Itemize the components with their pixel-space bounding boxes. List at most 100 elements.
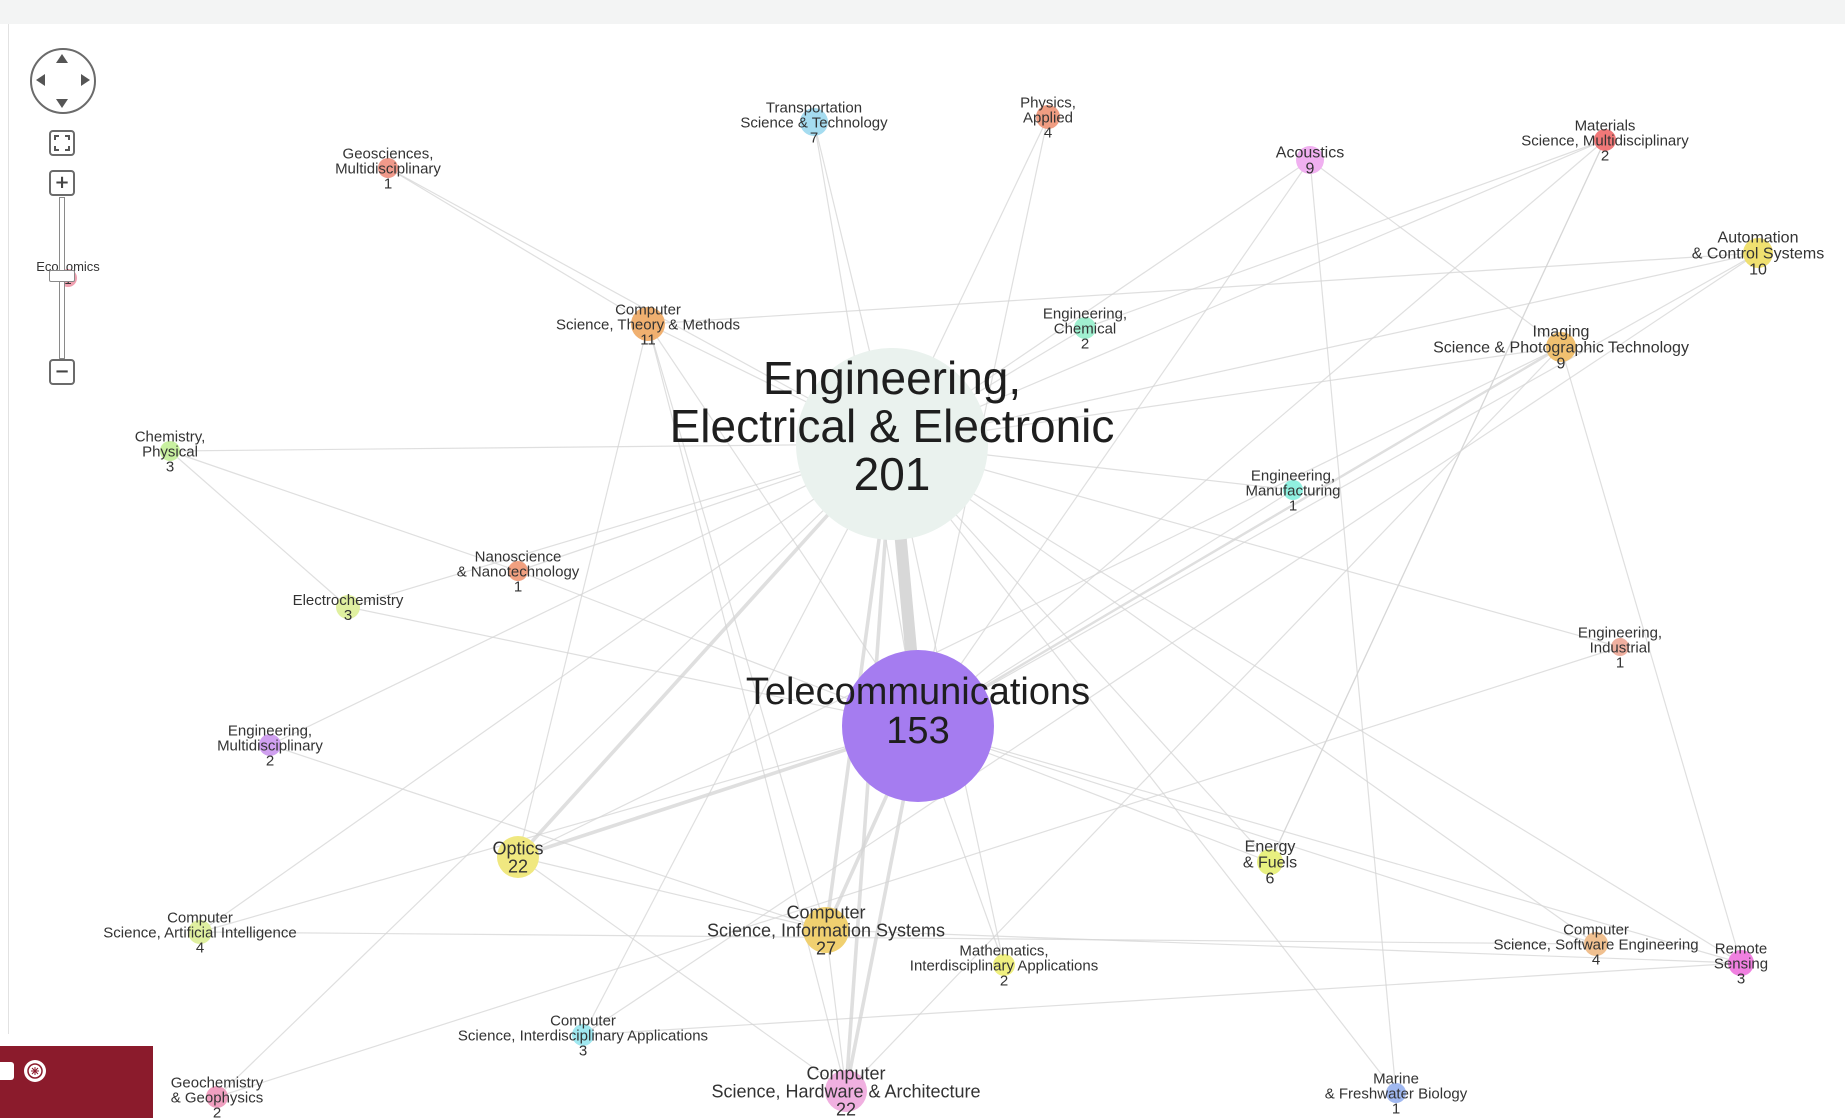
node-circle-nano[interactable] <box>508 561 528 581</box>
edge-cstm-csis <box>647 323 827 931</box>
node-circle-electro[interactable] <box>336 595 360 619</box>
pan-right-icon[interactable] <box>81 74 90 86</box>
edge-cstm-geo <box>387 167 649 325</box>
node-circle-chemp[interactable] <box>160 441 180 461</box>
node-circle-phys[interactable] <box>1036 105 1060 129</box>
node-circle-eind[interactable] <box>1611 638 1629 656</box>
node-circle-geo[interactable] <box>378 158 398 178</box>
logo[interactable] <box>0 1046 153 1118</box>
edge-csia-remote <box>582 962 1742 1036</box>
edge-eee-csse <box>891 443 1597 945</box>
edge-eee-geochem <box>216 443 893 1098</box>
node-circle-optics[interactable] <box>497 836 539 878</box>
node-circle-auto[interactable] <box>1743 238 1773 268</box>
node-circle-csse[interactable] <box>1584 932 1608 956</box>
edge-tel-csse <box>917 725 1597 945</box>
node-circle-csia[interactable] <box>572 1024 594 1046</box>
zoom-slider-handle[interactable] <box>49 270 75 282</box>
node-circle-tel[interactable] <box>842 650 994 802</box>
node-circle-csai[interactable] <box>188 920 212 944</box>
pan-control-icon[interactable] <box>30 48 96 114</box>
node-circle-eee[interactable] <box>796 348 988 540</box>
node-circle-math[interactable] <box>993 954 1015 976</box>
edge-tel-imag <box>917 345 1562 728</box>
edge-eee-chemp <box>169 443 893 452</box>
edge-eee-auto <box>891 252 1759 445</box>
node-circle-emulti[interactable] <box>259 734 281 756</box>
node-circle-csis[interactable] <box>803 907 849 953</box>
edge-imag-csha <box>845 346 1562 1092</box>
edge-eind-geochem <box>216 646 1621 1098</box>
edge-chemp-electro <box>169 450 349 608</box>
edge-tel-mat <box>917 139 1606 727</box>
node-circle-marine[interactable] <box>1386 1083 1406 1103</box>
fit-to-screen-button[interactable] <box>49 130 75 156</box>
node-circle-echem[interactable] <box>1074 317 1096 339</box>
node-circle-geochem[interactable] <box>206 1086 228 1108</box>
edge-tel-electro <box>347 606 919 727</box>
pan-down-icon[interactable] <box>56 99 68 108</box>
edge-mat-echem <box>1084 139 1606 329</box>
node-circle-remote[interactable] <box>1728 950 1754 976</box>
edge-eee-eind <box>891 443 1621 648</box>
node-label-math: Mathematics,Interdisciplinary Applicatio… <box>910 942 1098 989</box>
edge-auto-csia <box>582 252 1759 1036</box>
node-circle-cstm[interactable] <box>631 307 665 341</box>
node-circle-trans[interactable] <box>800 108 828 136</box>
edge-eee-marine <box>891 443 1397 1094</box>
node-circle-mat[interactable] <box>1594 129 1616 151</box>
pan-up-icon[interactable] <box>56 54 68 63</box>
edge-cstm-optics <box>517 323 649 858</box>
node-circle-acou[interactable] <box>1296 146 1324 174</box>
pan-left-icon[interactable] <box>36 74 45 86</box>
zoom-out-button[interactable]: − <box>49 359 75 385</box>
edge-csis-csha <box>825 929 847 1092</box>
node-circle-emanu[interactable] <box>1283 480 1303 500</box>
zoom-in-button[interactable]: + <box>49 170 75 196</box>
node-circle-energy[interactable] <box>1257 849 1283 875</box>
edge-optics-imag <box>517 346 1562 858</box>
node-circle-csha[interactable] <box>825 1070 867 1112</box>
node-circle-imag[interactable] <box>1546 332 1576 362</box>
node-math[interactable]: Mathematics,Interdisciplinary Applicatio… <box>910 942 1098 989</box>
edge-tel-csai <box>199 725 919 933</box>
